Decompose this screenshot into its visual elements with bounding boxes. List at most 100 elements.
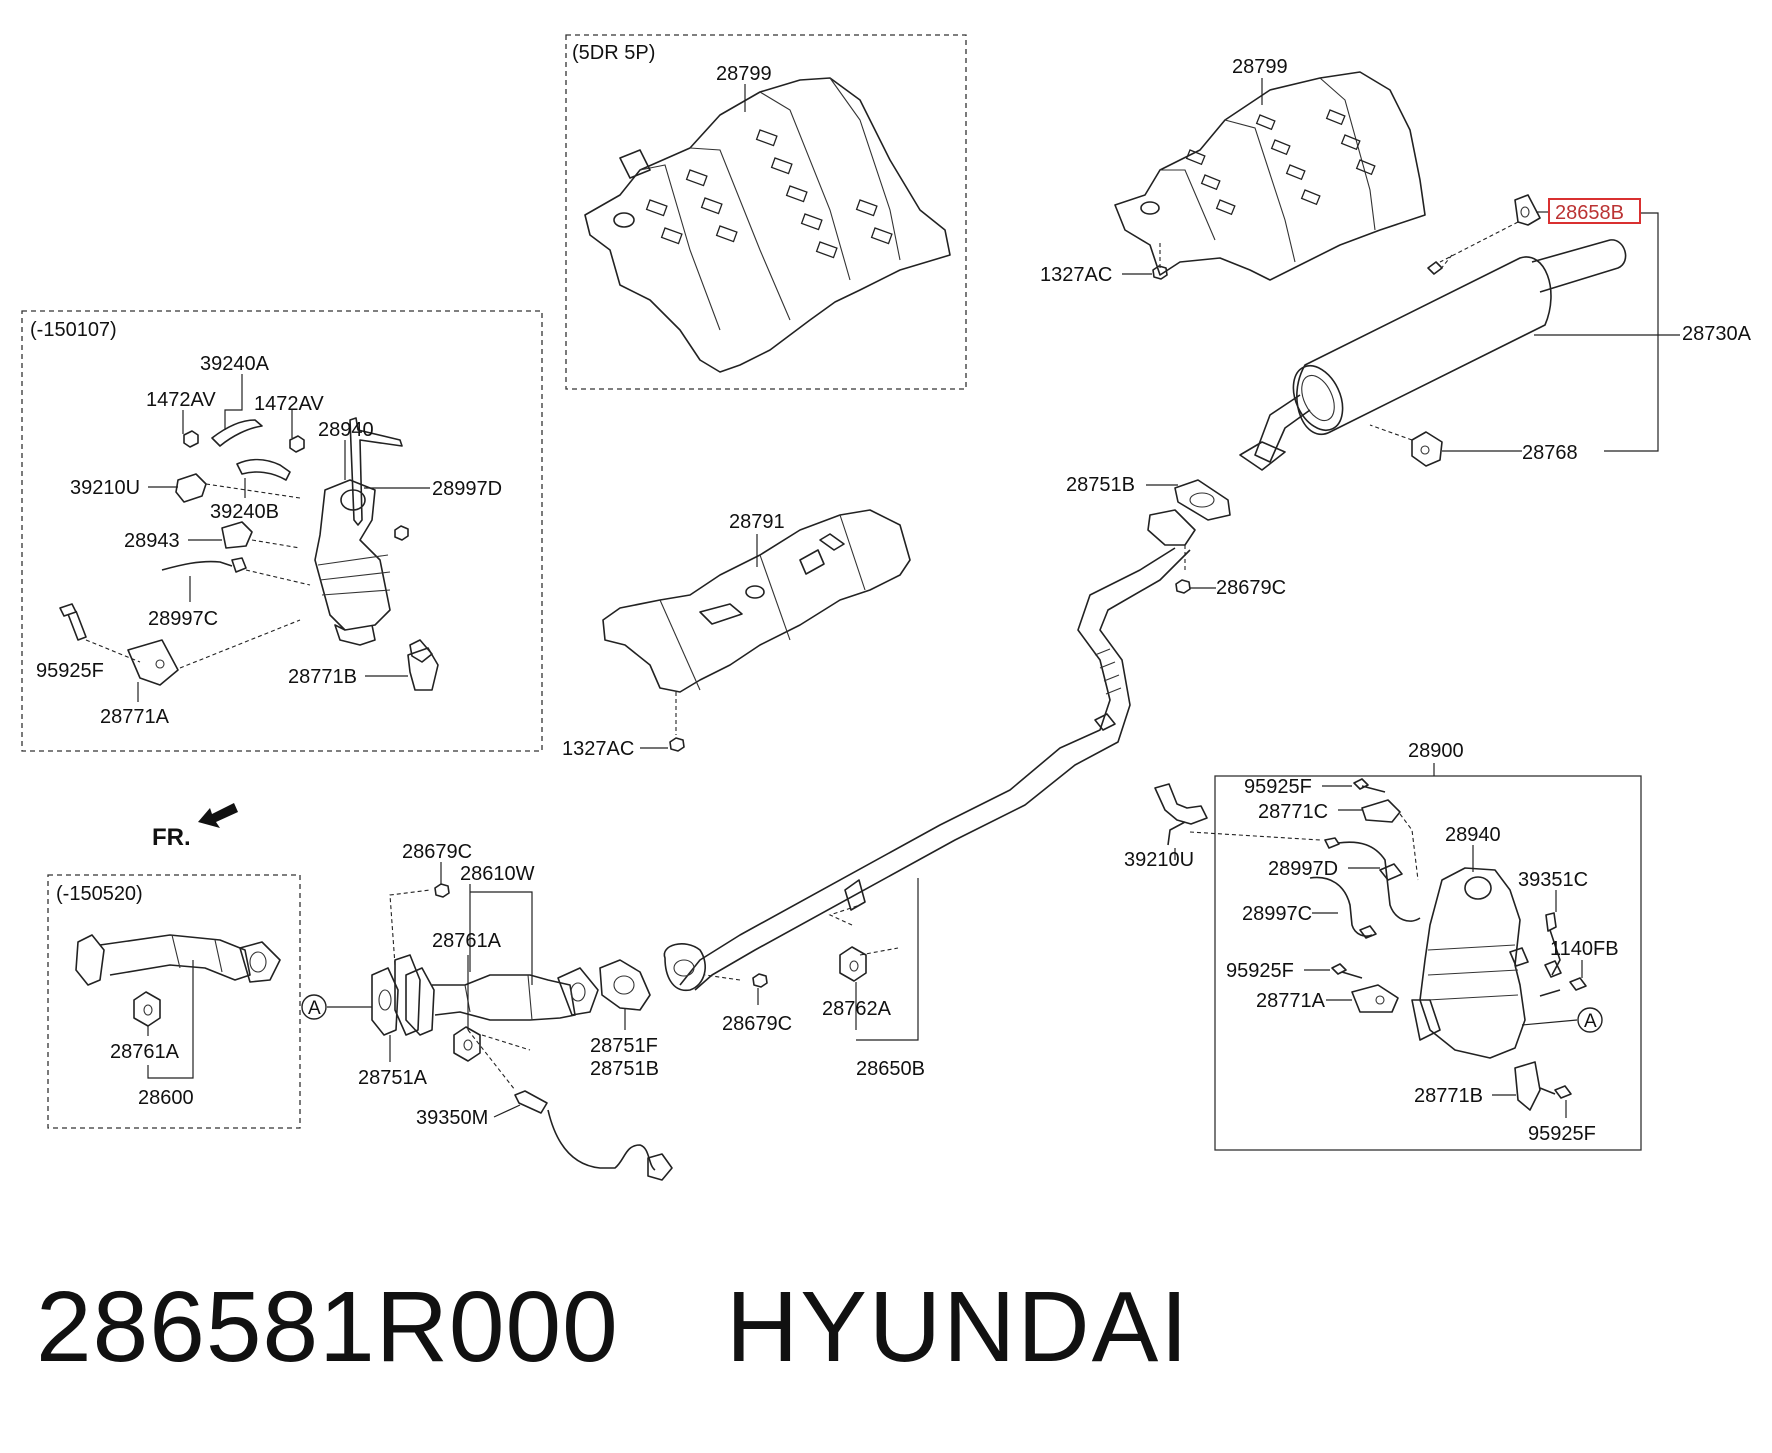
group-box-28900	[1214, 775, 1642, 1151]
bolt-1140FB	[1539, 977, 1587, 997]
nut-1327AC-a	[1152, 240, 1168, 280]
label-28771B-a: 28771B	[288, 666, 357, 688]
bracket-28771A-early	[127, 619, 301, 686]
label-28771A-b: 28771A	[1256, 990, 1326, 1012]
label-95925F-c: 95925F	[1226, 960, 1294, 982]
sensor-39350M	[467, 1029, 673, 1181]
label-39210U-a: 39210U	[70, 477, 140, 499]
bolt-95925F-d	[1539, 1085, 1572, 1099]
leader-39240A	[224, 374, 243, 430]
label-95925F-d: 95925F	[1528, 1123, 1596, 1145]
hanger-28761A	[453, 1026, 531, 1062]
footer-caption: 286581R000 HYUNDAI	[36, 1270, 1736, 1430]
leader-bracket-28658B	[1604, 212, 1659, 452]
bolt-95925F-b	[1353, 778, 1386, 793]
label-39351C: 39351C	[1518, 869, 1588, 891]
label-39350M: 39350M	[416, 1107, 488, 1129]
label-28940-a: 28940	[318, 419, 374, 441]
sensor-39210U-early	[175, 473, 301, 503]
front-label: FR.	[152, 824, 191, 851]
label-39210U-b: 39210U	[1124, 849, 1194, 871]
label-1472AV-b: 1472AV	[254, 393, 324, 415]
label-39240B: 39240B	[210, 501, 279, 523]
front-pipe-28610W	[371, 967, 599, 1036]
highlight-box-28658B	[1548, 198, 1641, 224]
nut-28679C-b	[434, 883, 450, 898]
hanger-28762A	[828, 904, 899, 982]
label-28751A: 28751A	[358, 1067, 428, 1089]
sensor-28997C	[1309, 876, 1377, 939]
label-28791: 28791	[729, 511, 785, 533]
leader-28762A-28650B	[855, 878, 919, 1041]
part-number: 286581R000	[36, 1271, 619, 1383]
bracket-28771B	[1514, 1061, 1541, 1111]
marker-a-left-label: A	[308, 998, 321, 1019]
label-1327AC-a: 1327AC	[1040, 264, 1112, 286]
label-28679C-b: 28679C	[402, 841, 472, 863]
front-direction-indicator: FR.	[152, 803, 238, 851]
label-28940-b: 28940	[1445, 824, 1501, 846]
leader-dash-28679C-b	[389, 889, 431, 966]
label-28751B-b: 28751B	[590, 1058, 659, 1080]
label-28762A: 28762A	[822, 998, 892, 1020]
nut-1327AC-b	[669, 737, 685, 752]
group-label-5dr: (5DR 5P)	[572, 42, 655, 64]
group-box-front-pipe-early: (-150520)	[47, 874, 301, 1129]
leader-28610W	[469, 884, 533, 985]
sensor-39210U	[1154, 783, 1321, 846]
muffler-28730A	[1239, 239, 1627, 471]
gasket-28751F	[599, 959, 651, 1011]
marker-a-right: A	[1521, 1007, 1603, 1033]
label-28679C-c: 28679C	[722, 1013, 792, 1035]
label-28679C-a: 28679C	[1216, 577, 1286, 599]
heat-shield-28799-5dr	[584, 77, 951, 373]
cat-converter-28940-early	[314, 417, 433, 663]
label-28943: 28943	[124, 530, 180, 552]
bolt-95925F-c	[1331, 963, 1363, 979]
heat-shield-28791	[602, 509, 911, 693]
group-label-150520: (-150520)	[56, 883, 143, 905]
label-28761A-a: 28761A	[432, 930, 502, 952]
label-28771A-a: 28771A	[100, 706, 170, 728]
front-arrow-icon	[198, 803, 238, 828]
label-28771B-b: 28771B	[1414, 1085, 1483, 1107]
leader-28600	[147, 960, 194, 1079]
label-28751B-a: 28751B	[1066, 474, 1135, 496]
center-pipe-28650B	[663, 509, 1196, 991]
nut-28679C-c	[752, 973, 768, 988]
bracket-28943	[221, 521, 301, 549]
label-28658B: 28658B	[1555, 202, 1624, 224]
label-28650B: 28650B	[856, 1058, 925, 1080]
label-28997C-b: 28997C	[1242, 903, 1312, 925]
sensor-39351C	[1544, 912, 1562, 978]
label-28900: 28900	[1408, 740, 1464, 762]
hose-39240A	[211, 419, 263, 447]
label-28768: 28768	[1522, 442, 1578, 464]
label-28997D-b: 28997D	[1268, 858, 1338, 880]
brand-name: HYUNDAI	[726, 1271, 1191, 1383]
group-label-150107: (-150107)	[30, 319, 117, 341]
label-28600: 28600	[138, 1087, 194, 1109]
sensor-28997D	[1324, 837, 1421, 922]
label-28997D-a: 28997D	[432, 478, 502, 500]
hose-39240B	[236, 458, 291, 481]
clamps-1472AV	[183, 430, 305, 453]
bolt-95925F-early	[59, 603, 141, 663]
label-28771C: 28771C	[1258, 801, 1328, 823]
gasket-28751B-rear	[1174, 479, 1231, 521]
sensor-28997C-early	[161, 557, 311, 586]
hanger-28768	[1369, 424, 1443, 467]
nut-28679C-a	[1175, 579, 1191, 594]
label-1140FB: 1140FB	[1550, 938, 1619, 960]
label-28761A-b: 28761A	[110, 1041, 180, 1063]
label-39240A: 39240A	[200, 353, 270, 375]
label-28997C-a: 28997C	[148, 608, 218, 630]
label-1472AV-a: 1472AV	[146, 389, 216, 411]
marker-a-right-label: A	[1584, 1011, 1597, 1032]
cat-converter-28940	[1411, 867, 1529, 1059]
label-28610W: 28610W	[460, 863, 535, 885]
leader-39350M	[493, 1104, 521, 1118]
group-box-heat-shield-5dr: (5DR 5P)	[565, 34, 967, 390]
gasket-28751A	[394, 954, 421, 1036]
